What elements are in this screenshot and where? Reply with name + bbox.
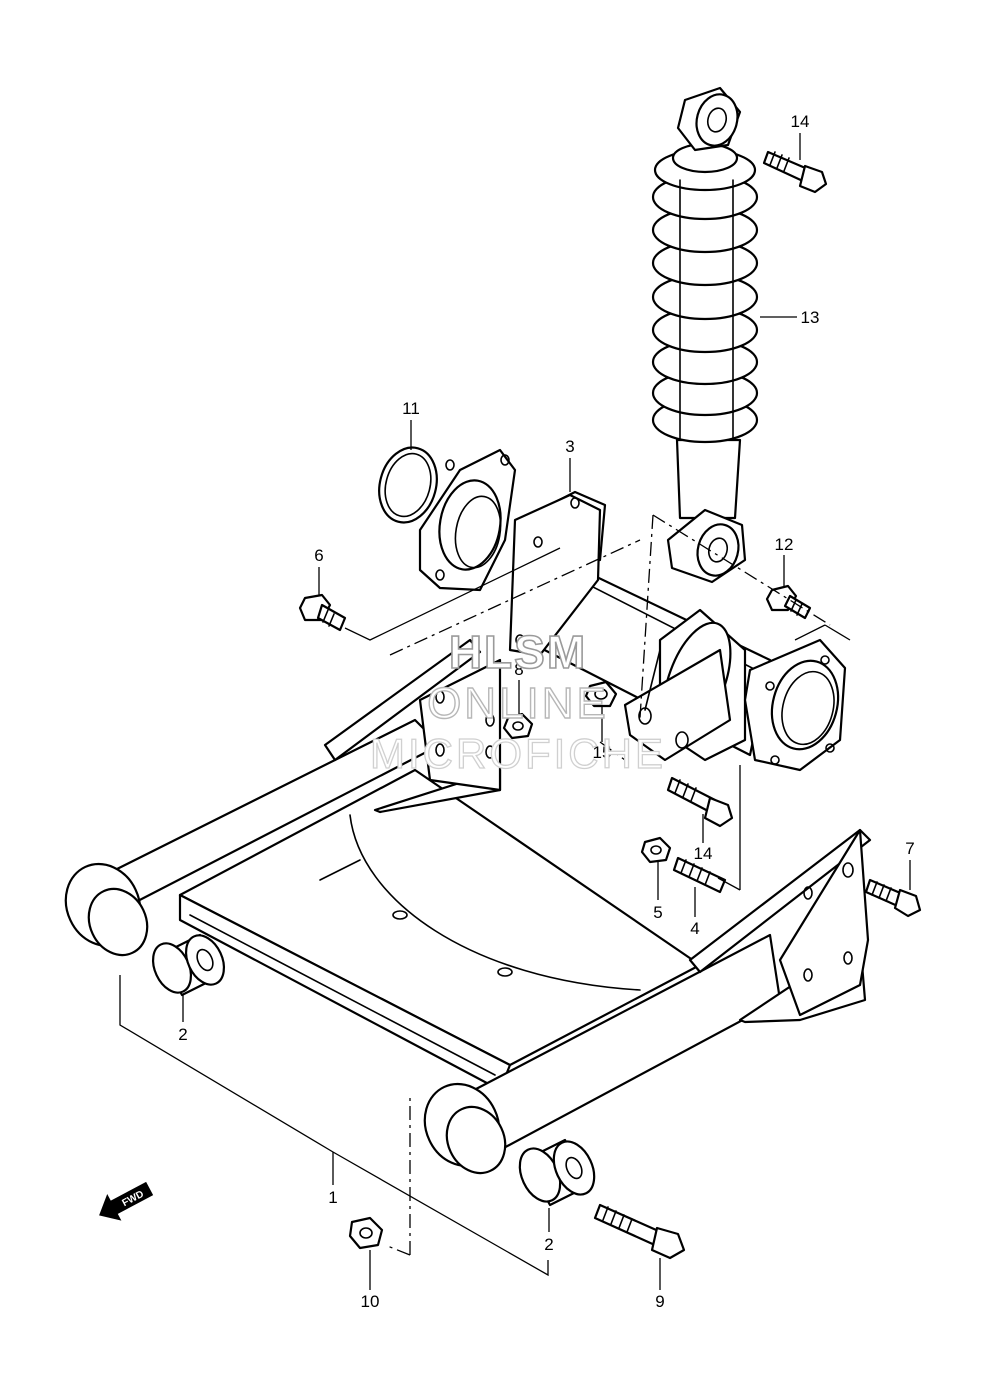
bolt-14-top bbox=[762, 150, 828, 194]
bolt-7 bbox=[864, 878, 922, 918]
bolt-14-lower bbox=[666, 776, 734, 828]
watermark: HLSM ONLINE MICROFICHE bbox=[369, 625, 666, 777]
nut-15 bbox=[584, 680, 618, 708]
callout-9: 9 bbox=[655, 1292, 664, 1311]
callout-6: 6 bbox=[314, 546, 323, 565]
callout-4: 4 bbox=[690, 919, 699, 938]
callout-1: 1 bbox=[328, 1188, 337, 1207]
callout-7: 7 bbox=[905, 839, 914, 858]
center-lines bbox=[384, 514, 831, 1256]
bolt-12 bbox=[765, 584, 812, 620]
bolt-9 bbox=[593, 1203, 686, 1260]
stud-4 bbox=[672, 856, 727, 894]
callout-12: 12 bbox=[775, 535, 794, 554]
nut-5 bbox=[640, 836, 672, 864]
callout-10: 10 bbox=[361, 1292, 380, 1311]
callout-8: 8 bbox=[514, 660, 523, 679]
o-ring bbox=[378, 446, 438, 524]
bushing-right bbox=[518, 1138, 596, 1207]
nut-8 bbox=[502, 712, 534, 740]
watermark-line-2: ONLINE bbox=[427, 679, 609, 728]
watermark-line-3: MICROFICHE bbox=[370, 730, 666, 777]
callout-14-top: 14 bbox=[791, 112, 810, 131]
callout-3: 3 bbox=[565, 437, 574, 456]
callout-15: 15 bbox=[593, 743, 612, 762]
nut-10 bbox=[348, 1216, 384, 1250]
swing-arm bbox=[64, 638, 872, 1175]
callouts: 1 2 2 3 4 5 6 7 8 9 10 11 12 13 14 14 15 bbox=[178, 112, 914, 1311]
fwd-arrow: FWD bbox=[99, 1181, 154, 1221]
watermark-line-1: HLSM bbox=[449, 626, 587, 678]
fwd-label: FWD bbox=[120, 1189, 145, 1209]
leader-lines bbox=[119, 133, 911, 1290]
callout-14-lower: 14 bbox=[694, 844, 713, 863]
callout-2-left: 2 bbox=[178, 1025, 187, 1044]
fwd-arrow-icon bbox=[99, 1181, 154, 1221]
bolt-6 bbox=[298, 593, 347, 632]
axle-housing bbox=[418, 448, 847, 772]
callout-11: 11 bbox=[402, 399, 420, 418]
shock-absorber bbox=[651, 86, 759, 584]
callout-13: 13 bbox=[801, 308, 820, 327]
callout-5: 5 bbox=[653, 903, 662, 922]
bushing-left bbox=[151, 933, 226, 997]
callout-2-right: 2 bbox=[544, 1235, 553, 1254]
